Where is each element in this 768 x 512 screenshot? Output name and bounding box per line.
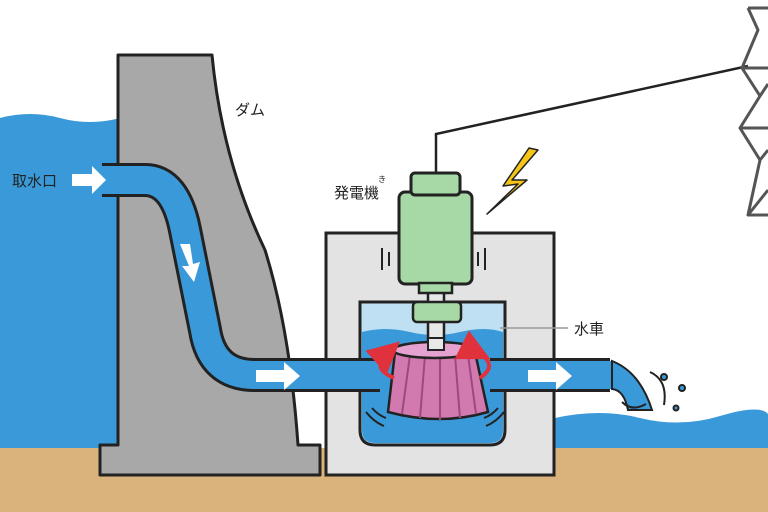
power-line <box>434 64 749 173</box>
rotation-arrow-icon <box>454 330 491 380</box>
splash-icon <box>611 359 686 412</box>
turbine-label: 水車 <box>574 320 604 338</box>
generator-label: 発電機 <box>334 184 379 202</box>
generator-ruby: き <box>378 175 386 184</box>
turbine <box>386 337 490 421</box>
transmission-tower-icon <box>738 6 768 217</box>
river-water <box>555 409 768 460</box>
dam-body <box>98 53 322 477</box>
dam-label: ダム <box>235 101 265 119</box>
flow-arrow-icon <box>528 362 572 390</box>
rotation-arrow-icon <box>365 341 400 380</box>
vibration-icon <box>365 407 505 427</box>
flow-arrow-icon <box>180 244 200 282</box>
flow-arrow-icon <box>72 166 106 194</box>
vibration-icon <box>381 248 486 270</box>
lightning-icon <box>486 147 539 215</box>
coupling <box>411 300 463 324</box>
penstock-water <box>102 166 380 389</box>
intake-label: 取水口 <box>12 172 57 190</box>
reservoir-water <box>0 114 120 460</box>
flow-arrow-icon <box>256 362 300 390</box>
generator <box>397 171 474 295</box>
